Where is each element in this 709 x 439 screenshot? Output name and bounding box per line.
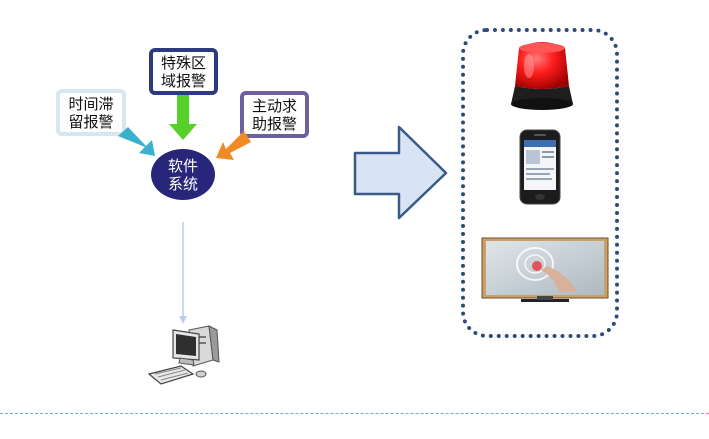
input-box-special-zone-alarm: 特殊区 域报警 [149, 48, 218, 95]
input-box-label-line: 时间滞 [68, 94, 114, 113]
input-box-help-request-alarm: 主动求 助报警 [240, 91, 309, 138]
computer-icon [147, 325, 220, 385]
input-box-label-line: 助报警 [251, 114, 297, 133]
bottom-divider [0, 413, 709, 414]
big-right-arrow-icon [353, 125, 448, 220]
input-box-label-line: 特殊区 [160, 53, 206, 72]
connector-core-to-computer [179, 222, 187, 324]
arrow-help-to-core-icon [216, 131, 251, 160]
core-label-line: 系统 [167, 174, 198, 193]
arrow-time-to-core-icon [118, 127, 155, 156]
arrow-zone-to-core-icon [169, 95, 197, 140]
input-box-label-line: 主动求 [251, 96, 297, 115]
alarm-beacon-icon [511, 42, 573, 110]
core-software-system: 软件 系统 [151, 149, 215, 200]
mobile-phone-icon [519, 129, 561, 205]
input-box-label-line: 留报警 [68, 112, 114, 131]
input-box-time-delay-alarm: 时间滞 留报警 [56, 89, 126, 136]
display-screen-icon [481, 237, 609, 302]
core-label-line: 软件 [167, 156, 198, 175]
output-devices-frame [461, 28, 619, 338]
input-box-label-line: 域报警 [160, 71, 206, 90]
